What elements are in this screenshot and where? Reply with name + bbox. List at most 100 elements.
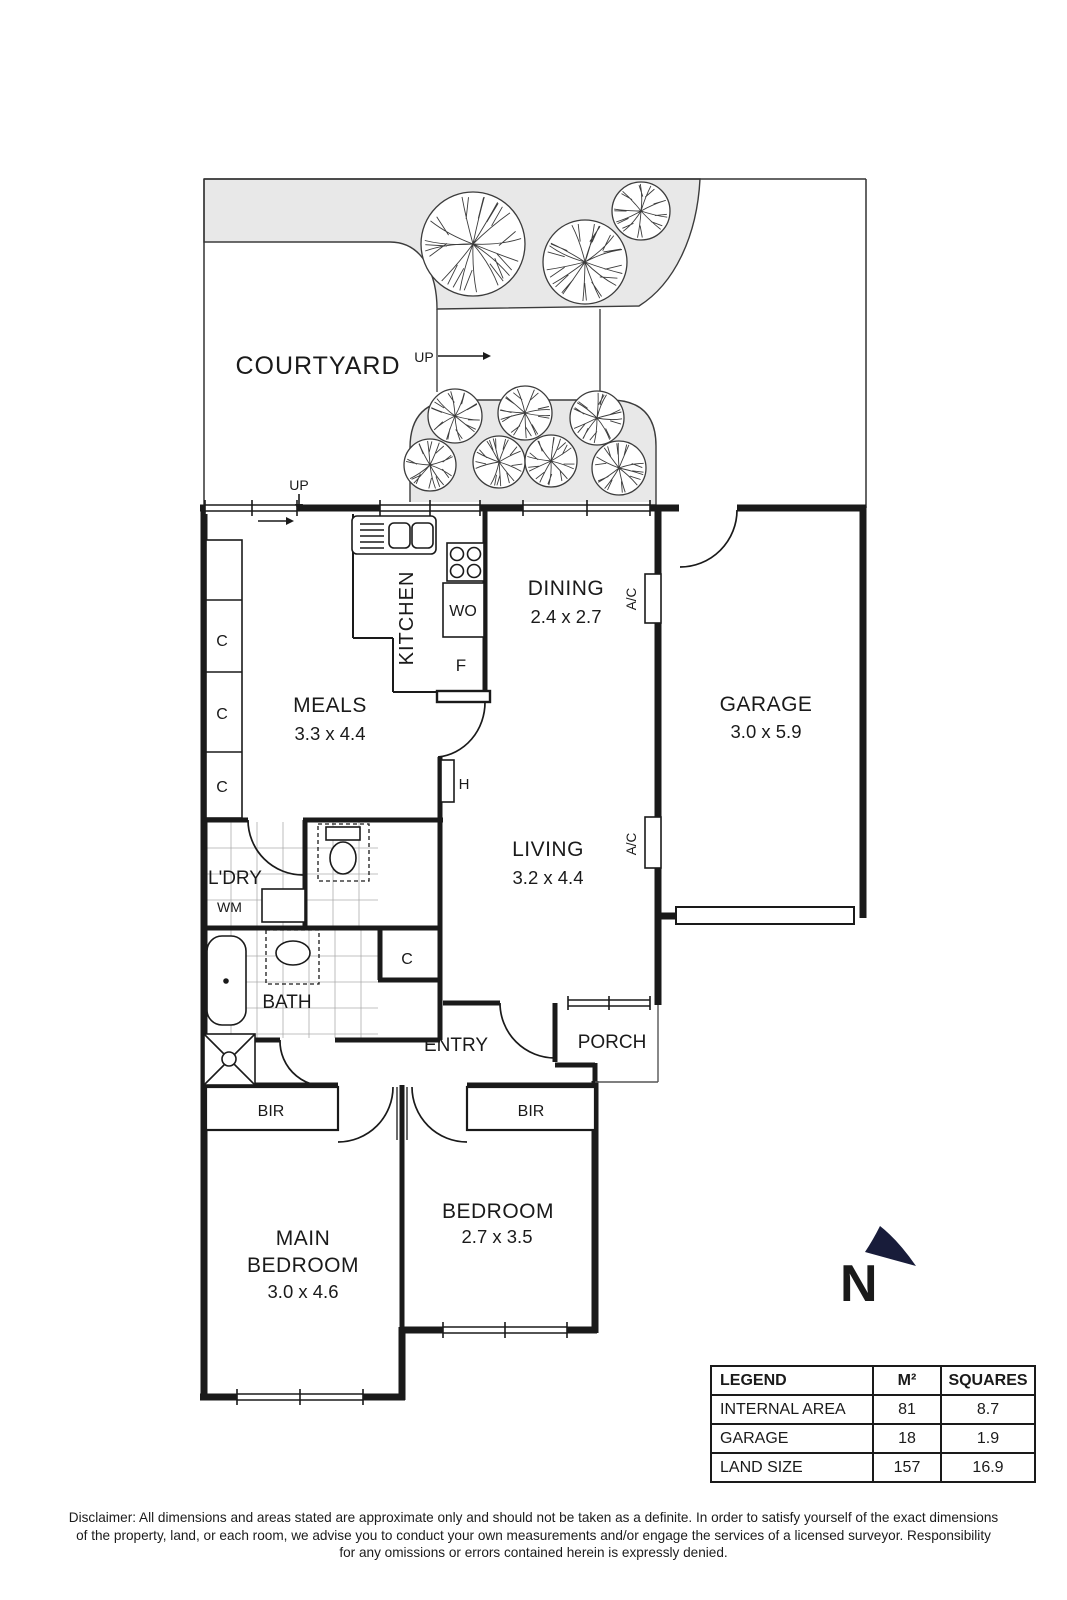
vanity-basin [275, 940, 311, 966]
up-label-top: UP [289, 477, 308, 493]
bedroom-door-arc [411, 1086, 468, 1143]
tree-icon [542, 219, 628, 305]
tree-icon [591, 440, 647, 496]
shower-drain [221, 1051, 237, 1067]
toilet-bowl [329, 841, 357, 875]
disclaimer-line-3: for any omissions or errors contained he… [339, 1545, 728, 1561]
courtyard-label: COURTYARD [235, 352, 400, 380]
room-label-dining: DINING [528, 577, 605, 600]
north-letter: N [840, 1255, 878, 1313]
room-label-meals: MEALS [293, 694, 367, 717]
fixture-label-wall-oven: WO [449, 603, 477, 620]
door-stubs [396, 1087, 408, 1140]
legend-table: LEGEND M² SQUARES INTERNAL AREA 81 8.7 G… [710, 1365, 1036, 1483]
legend-cell: 81 [872, 1394, 942, 1425]
ac-label-dining: A/C [624, 588, 639, 611]
cupboard-label-2: C [216, 706, 228, 723]
room-label-main-bedroom-2: BEDROOM [247, 1254, 359, 1277]
sink-bowl-left [388, 522, 411, 549]
tree-icon [420, 191, 526, 297]
burner [466, 563, 482, 579]
sink-bowl-right [411, 522, 434, 549]
walkway-up-arrowhead [483, 352, 491, 360]
walkway-edges [436, 309, 601, 392]
ac-unit-living [644, 816, 662, 869]
legend-cell: 16.9 [940, 1452, 1036, 1483]
ac-unit-dining [644, 573, 662, 624]
windows [204, 500, 737, 1405]
room-label-bath: BATH [262, 992, 311, 1013]
room-dims-meals: 3.3 x 4.4 [295, 723, 366, 744]
disclaimer-text: Disclaimer: All dimensions and areas sta… [0, 1509, 1067, 1562]
bir-label-bedroom: BIR [518, 1103, 545, 1120]
kitchen-bench [352, 514, 437, 693]
sliding-door-arrowhead [286, 517, 294, 525]
heater-label: H [459, 776, 470, 793]
bir-label-main: BIR [258, 1103, 285, 1120]
legend-cell: 18 [872, 1423, 942, 1454]
legend-cell: 8.7 [940, 1394, 1036, 1425]
room-label-laundry: L'DRY [208, 868, 262, 889]
disclaimer-line-1: Disclaimer: All dimensions and areas sta… [68, 1510, 999, 1525]
room-label-bedroom: BEDROOM [442, 1200, 554, 1223]
garage-panel-door [675, 906, 855, 925]
room-label-kitchen: KITCHEN [396, 571, 418, 666]
cupboard-label-linen: C [401, 951, 413, 968]
toilet-cistern [325, 826, 361, 841]
washing-machine-box [261, 888, 306, 923]
room-label-entry: ENTRY [424, 1035, 488, 1056]
ac-label-living: A/C [624, 833, 639, 856]
north-indicator: N [840, 1226, 916, 1313]
legend-cell: 1.9 [940, 1423, 1036, 1454]
legend-row-internal: INTERNAL AREA 81 8.7 [710, 1394, 1036, 1425]
trees [403, 181, 671, 496]
legend-row-landsize: LAND SIZE 157 16.9 [710, 1452, 1036, 1483]
bir-main-bedroom [204, 1085, 340, 1132]
cupboard-column [205, 539, 243, 819]
garage-door-arc [679, 509, 738, 568]
room-label-garage: GARAGE [720, 693, 813, 716]
cupboard-dividers [206, 599, 242, 753]
bath-door-arc [279, 1039, 336, 1087]
kitchen-peninsula [435, 689, 492, 704]
tree-icon [427, 388, 483, 444]
tree-icon [611, 181, 671, 241]
burner [466, 546, 482, 562]
tree-icon [472, 435, 526, 489]
room-dims-living: 3.2 x 4.4 [513, 867, 584, 888]
sink-drainer [360, 523, 384, 549]
fixture-label-fridge: F [456, 656, 466, 675]
wm-label: WM [217, 899, 242, 915]
fixtures [203, 515, 662, 1132]
room-label-living: LIVING [512, 838, 584, 861]
up-label-walkway: UP [414, 349, 433, 365]
legend-header-name: LEGEND [710, 1365, 874, 1396]
room-dims-bedroom: 2.7 x 3.5 [462, 1226, 533, 1247]
cupboard-label-1: C [216, 633, 228, 650]
legend-cell: 157 [872, 1452, 942, 1483]
legend-header-m2: M² [872, 1365, 942, 1396]
bir-bedroom [465, 1085, 597, 1132]
legend-cell: GARAGE [710, 1423, 874, 1454]
tree-icon [497, 385, 553, 441]
bathtub-drain [223, 978, 229, 984]
legend-cell: INTERNAL AREA [710, 1394, 874, 1425]
kitchen-door-arc [437, 701, 486, 758]
porch-outline [595, 1005, 659, 1083]
north-arrowhead-icon [865, 1226, 916, 1266]
room-dims-dining: 2.4 x 2.7 [531, 606, 602, 627]
legend-row-garage: GARAGE 18 1.9 [710, 1423, 1036, 1454]
toilet-clearance [317, 823, 370, 882]
disclaimer-line-2: of the property, land, or each room, we … [76, 1527, 991, 1543]
cupboard-label-3: C [216, 779, 228, 796]
room-label-porch: PORCH [578, 1032, 647, 1053]
door-arcs [247, 509, 738, 1143]
wall-oven-box [442, 582, 485, 638]
front-door-arc [499, 1002, 556, 1059]
up-step-arrowhead [295, 504, 303, 512]
legend-header-row: LEGEND M² SQUARES [710, 1365, 1036, 1396]
heater-box [440, 759, 455, 803]
room-dims-main-bedroom: 3.0 x 4.6 [268, 1281, 339, 1302]
burner [449, 546, 465, 562]
vanity-clearance [265, 929, 320, 985]
